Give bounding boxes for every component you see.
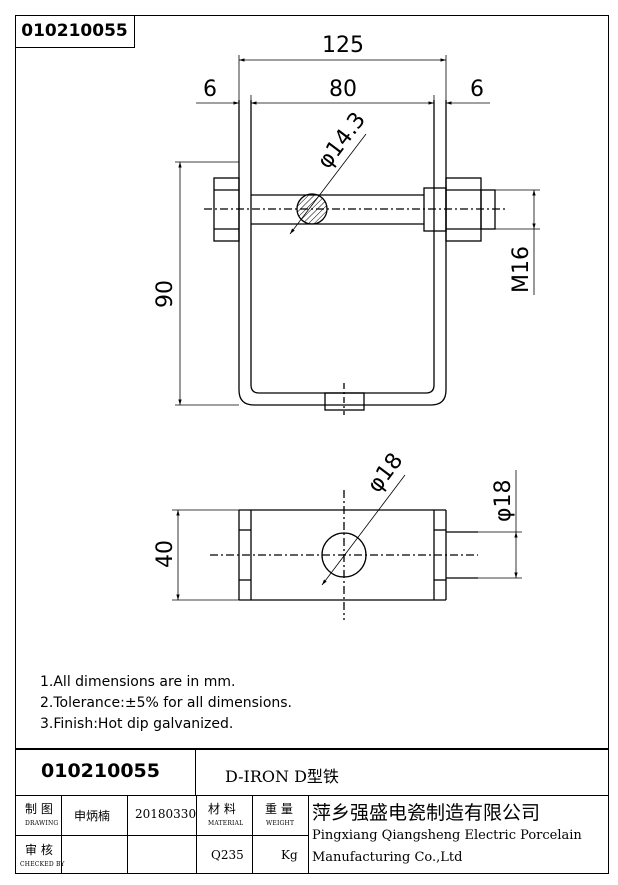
part-name: D-IRON D型铁 (225, 767, 339, 786)
drawing-label: 制 图 (25, 802, 53, 816)
company-name-en-line2: Manufacturing Co.,Ltd (312, 850, 463, 865)
checked-label: 审 核 (25, 843, 53, 857)
note-2: 2.Tolerance:±5% for all dimensions. (40, 695, 292, 711)
drawing-date: 20180330 (135, 807, 197, 821)
bottom-view (172, 470, 522, 620)
dim-thread: M16 (509, 246, 534, 293)
dim-overall-width: 125 (322, 33, 364, 58)
title-block-code: 010210055 (41, 760, 160, 782)
note-1: 1.All dimensions are in mm. (40, 674, 236, 690)
note-3: 3.Finish:Hot dip galvanized. (40, 716, 234, 732)
dim-boss-dia: φ18 (491, 479, 516, 522)
material-value: Q235 (211, 848, 244, 862)
title-block: 010210055 D-IRON D型铁 制 图 DRAWING 申炳楠 201… (15, 748, 609, 874)
dim-depth: 40 (153, 540, 178, 568)
dim-hole-top: φ14.3 (313, 108, 371, 174)
dim-right-leg: 6 (470, 77, 484, 102)
material-label: 材 料 (208, 802, 236, 816)
company-name-en-line1: Pingxiang Qiangsheng Electric Porcelain (312, 828, 582, 843)
front-view (175, 55, 540, 415)
dim-height: 90 (153, 280, 178, 308)
drawing-number-box: 010210055 (15, 15, 135, 48)
weight-label-en: WEIGHT (266, 820, 295, 827)
u-outer (238, 100, 447, 406)
dim-left-leg: 6 (203, 77, 217, 102)
dim-hole-bottom: φ18 (363, 449, 409, 498)
dim-inner-width: 80 (329, 77, 357, 102)
drawing-frame (15, 15, 609, 874)
section-hole (296, 193, 328, 225)
drawing-label-en: DRAWING (25, 820, 59, 827)
notes: 1.All dimensions are in mm. 2.Tolerance:… (40, 672, 292, 735)
material-label-en: MATERIAL (208, 820, 244, 827)
company-name-cn: 萍乡强盛电瓷制造有限公司 (312, 802, 541, 824)
weight-unit: Kg (281, 848, 298, 862)
weight-label: 重 量 (265, 802, 293, 816)
drawer-name: 申炳楠 (74, 809, 111, 823)
checked-label-en: CHECKED BY (20, 861, 65, 868)
